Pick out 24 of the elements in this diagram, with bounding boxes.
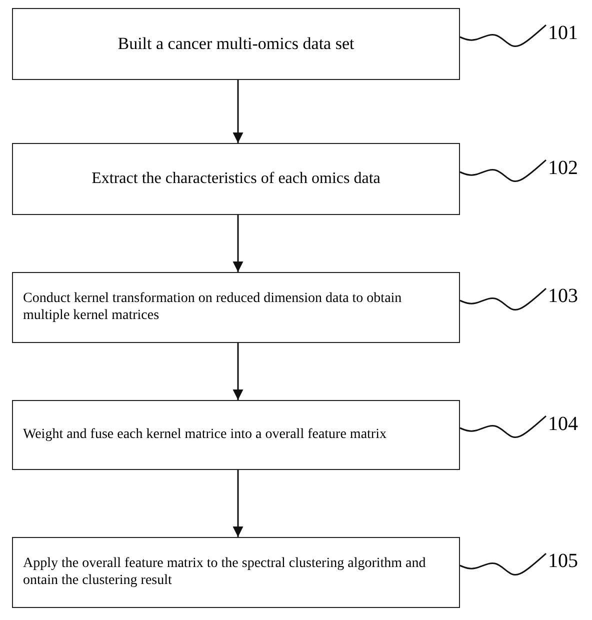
arrow	[232, 470, 244, 537]
arrow	[232, 343, 244, 400]
arrow	[232, 80, 244, 143]
step-text: Extract the characteristics of each omics data	[92, 169, 380, 189]
leader-line	[460, 288, 546, 310]
process-box	[12, 537, 460, 608]
process-box	[12, 400, 460, 470]
process-box	[12, 8, 460, 80]
step-text: Built a cancer multi-omics data set	[118, 34, 354, 54]
callout-text: 103	[548, 285, 578, 308]
callout-text: 101	[548, 22, 578, 44]
leader-line	[460, 159, 546, 182]
arrow	[232, 215, 244, 272]
leader-line	[460, 24, 546, 47]
process-box	[12, 143, 460, 215]
callout-text: 105	[548, 550, 578, 573]
step-text: Weight and fuse each kernel matrice into a overall feature matrix	[23, 426, 386, 444]
process-box	[12, 272, 460, 343]
callout-text: 102	[548, 156, 578, 180]
leader-line	[460, 552, 546, 576]
step-text: Apply the overall feature matrix to the spectral clustering algorithm and ontain the clustering result	[23, 556, 427, 590]
callout-text: 104	[548, 412, 578, 436]
step-text: Conduct kernel transformation on reduced dimension data to obtain multiple kernel matrices	[23, 290, 403, 324]
leader-line	[460, 415, 546, 438]
